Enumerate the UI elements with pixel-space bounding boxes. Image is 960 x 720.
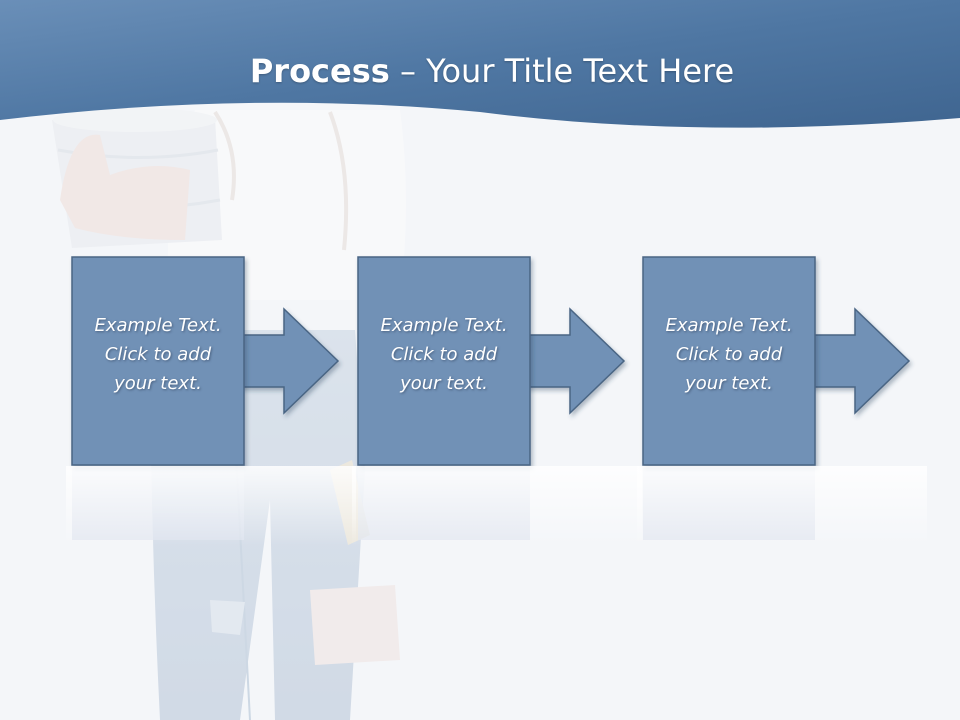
title-rest: – Your Title Text Here <box>389 52 735 90</box>
step-3-text[interactable]: Example Text. Click to add your text. <box>643 311 815 398</box>
process-step-3[interactable] <box>637 256 927 546</box>
title-bold: Process <box>249 52 390 90</box>
step-1-line-1: Example Text. <box>94 315 222 336</box>
step-1-line-2: Click to add <box>104 344 212 365</box>
step-2-line-3: your text. <box>400 373 488 394</box>
step-1-line-3: your text. <box>114 373 202 394</box>
header-band <box>0 0 960 128</box>
process-step-2[interactable] <box>352 256 642 546</box>
step-2-box[interactable] <box>357 256 531 466</box>
step-2-line-1: Example Text. <box>380 315 508 336</box>
step-3-line-2: Click to add <box>675 344 783 365</box>
right-arrow-icon <box>525 307 626 415</box>
step-3-box[interactable] <box>642 256 816 466</box>
step-1-box[interactable] <box>71 256 245 466</box>
right-arrow-icon <box>239 307 340 415</box>
step-2-text[interactable]: Example Text. Click to add your text. <box>358 311 530 398</box>
step-1-text[interactable]: Example Text. Click to add your text. <box>72 311 244 398</box>
page-title: Process – Your Title Text Here <box>0 52 960 90</box>
process-step-1[interactable] <box>66 256 356 546</box>
right-arrow-icon <box>810 307 911 415</box>
step-3-line-3: your text. <box>685 373 773 394</box>
step-3-line-1: Example Text. <box>665 315 793 336</box>
step-2-line-2: Click to add <box>390 344 498 365</box>
